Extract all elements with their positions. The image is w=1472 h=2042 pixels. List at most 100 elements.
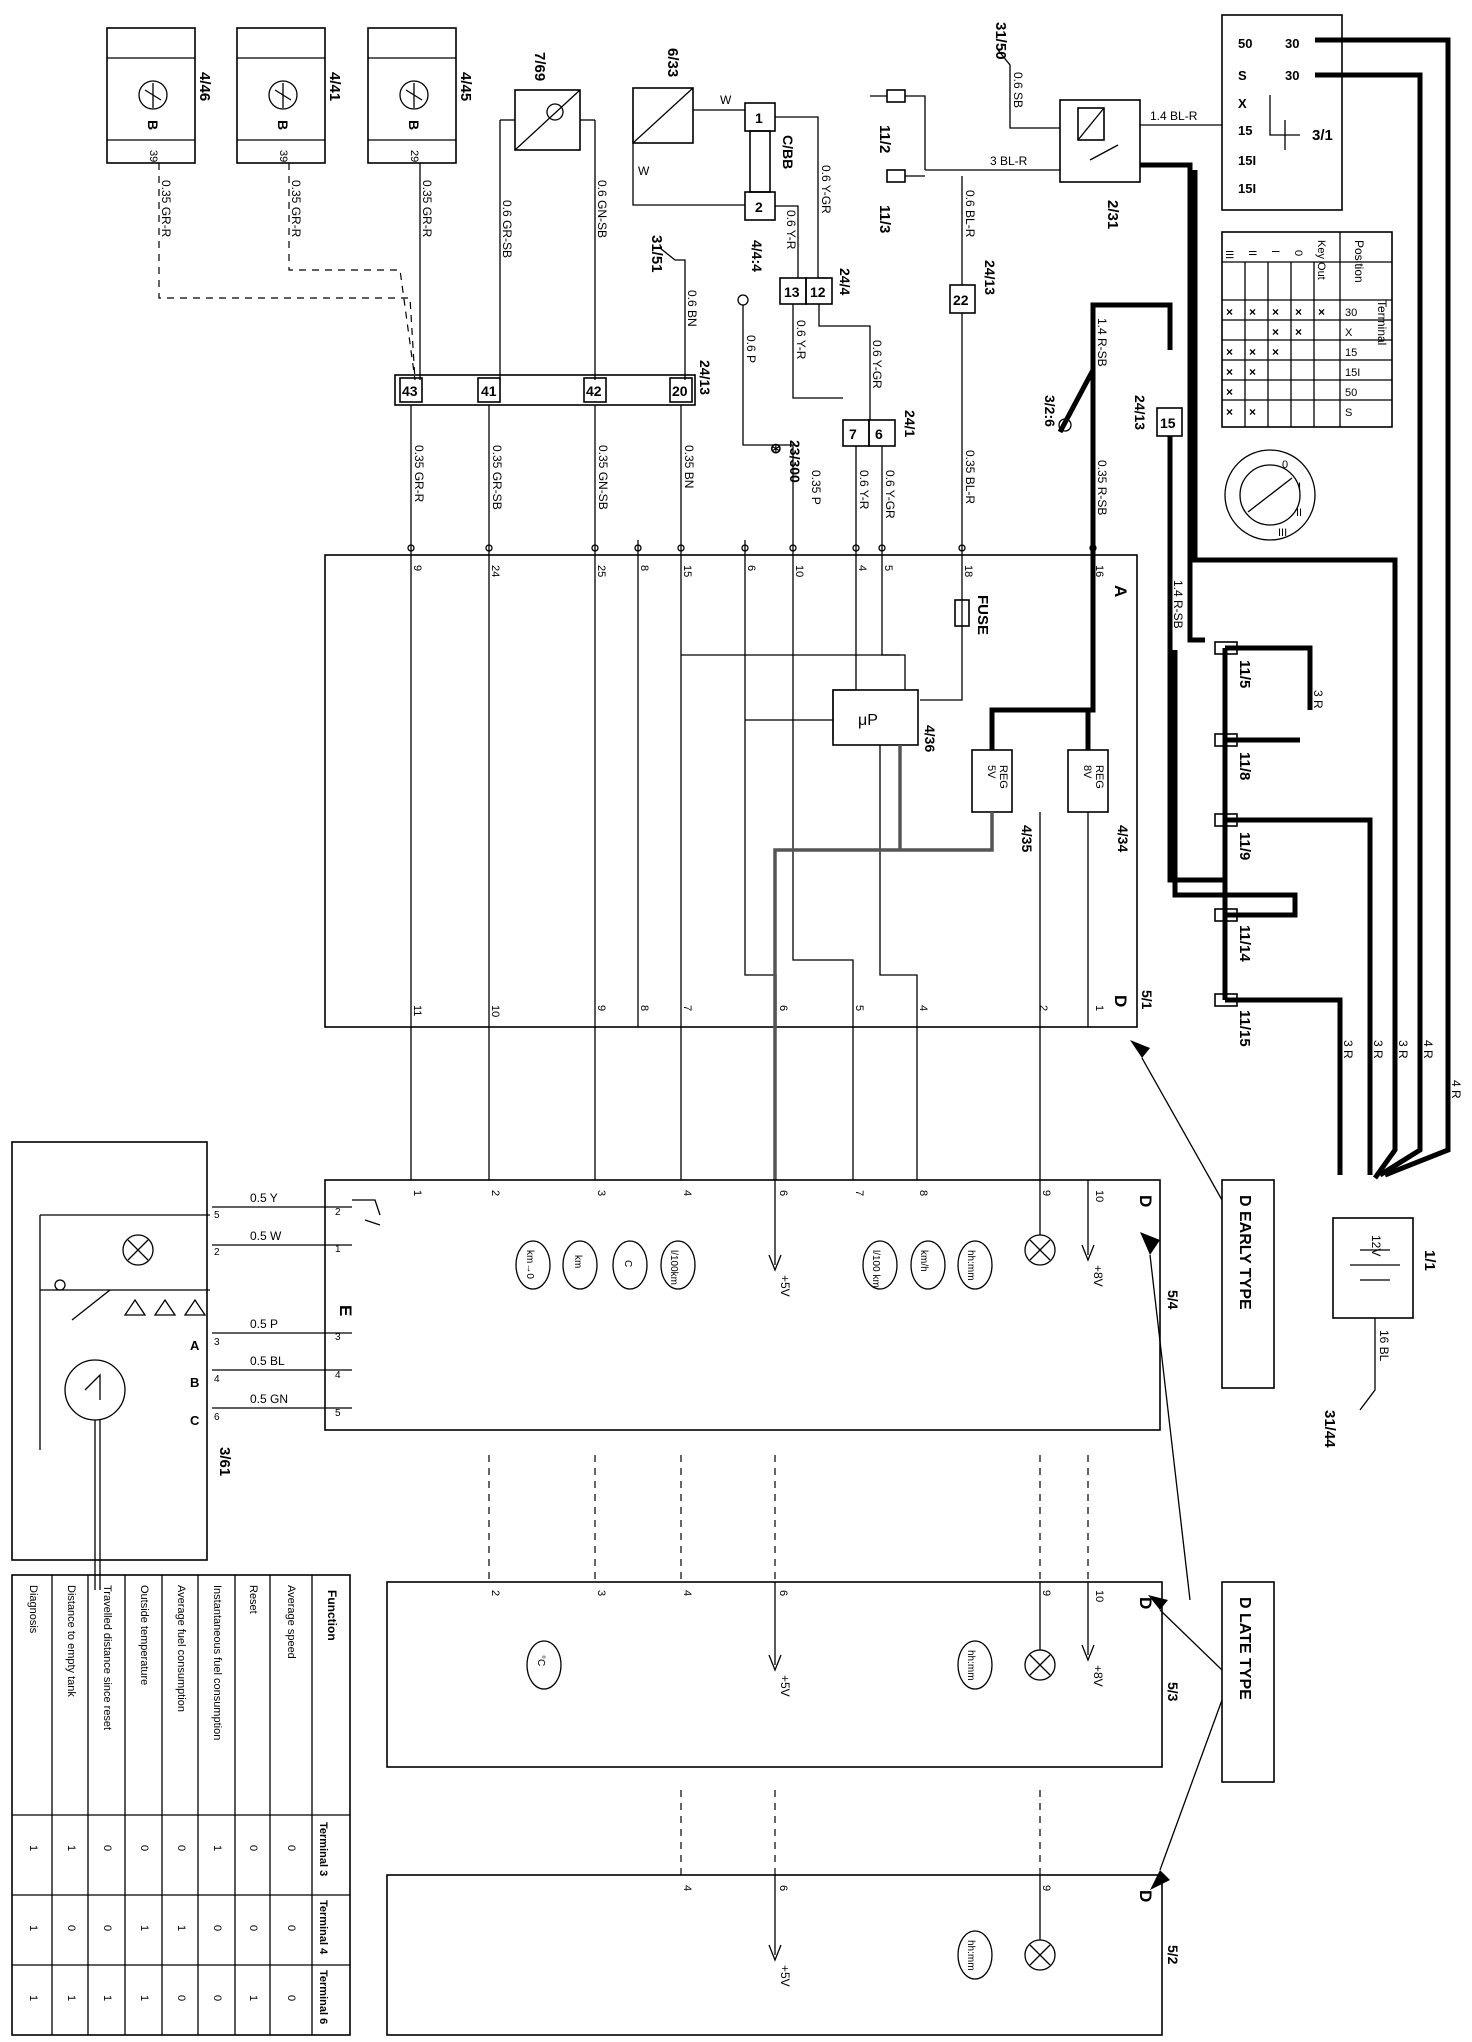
key-pos-1: I — [1269, 250, 1281, 253]
ign-t-15i-b: 15I — [1238, 181, 1256, 196]
module-5-1-bottom-pins: 11 10 9 8 7 6 5 4 2 1 — [411, 1005, 1105, 1017]
reg-5v-b: REG — [997, 765, 1009, 789]
switch-pins: 52 346 21 345 — [214, 1207, 341, 1423]
wire-p: 0.6 P — [744, 335, 758, 363]
module-5-1-top-pins: 9 24 25 8 15 6 10 4 5 18 16 — [411, 565, 1105, 577]
lamp-wires: 0.35 GR-R 0.35 GR-R 0.35 GR-R — [158, 163, 434, 381]
ground-31-51: 31/51 0.6 BN — [648, 235, 699, 380]
svg-text:5: 5 — [853, 1005, 865, 1011]
svg-text:×: × — [1272, 345, 1279, 359]
key-pos-0: 0 — [1292, 250, 1304, 256]
svg-text:×: × — [1249, 365, 1256, 379]
wire-y-r: 0.6 Y-R — [784, 210, 798, 250]
module-5-3-pins: 2 3 4 6 9 10 — [489, 1590, 1105, 1602]
wire-3-r-c: 3 R — [1371, 1040, 1385, 1059]
svg-text:×: × — [1249, 345, 1256, 359]
module-5-3-plus-8v: +8V — [1091, 1665, 1105, 1687]
relay-2-31: 31/50 0.6 SB 2/31 1.4 BL-R — [992, 22, 1222, 643]
svg-text:II: II — [1296, 507, 1302, 519]
module-5-3: D 5/3 2 3 4 6 9 10 +5V +8V hh:mm °C — [386, 1581, 1181, 1768]
svg-text:10: 10 — [1093, 1590, 1105, 1602]
wire-4-r-b: 4 R — [1421, 1040, 1435, 1059]
svg-text:10: 10 — [1093, 1190, 1105, 1202]
key-term-50: 50 — [1345, 387, 1357, 399]
conn-4-4-4: 4/4:4 0.6 P 0.35 P ⊛ 23/300 — [737, 240, 823, 555]
switch-3-61: 3/61 0.5 Y 0.5 W 0.5 P 0.5 BL 0.5 GN 52 … — [11, 1141, 352, 1590]
module-5-3-label: 5/3 — [1165, 1682, 1181, 1702]
ign-t-15: 15 — [1238, 123, 1252, 138]
wire-3-bl-r: 3 BL-R — [990, 154, 1028, 168]
conn-24-13-strip: 43 41 42 20 24/13 — [394, 360, 713, 406]
svg-text:×: × — [1318, 305, 1325, 319]
svg-text:km→0: km→0 — [524, 1250, 535, 1279]
svg-text:2: 2 — [489, 1590, 501, 1596]
svg-text:3: 3 — [595, 1590, 607, 1596]
ground-31-51-label: 31/51 — [648, 235, 665, 273]
lamp-pin-b: B — [145, 120, 161, 130]
wire-bl-r: 0.6 BL-R — [963, 190, 977, 238]
lamp-pin-39: 39 — [277, 150, 289, 162]
wire-y-gr-3: 0.6 Y-GR — [883, 470, 897, 519]
svg-text:18: 18 — [962, 565, 974, 577]
ignition-3-1-label: 3/1 — [1312, 127, 1333, 144]
reg-4-35-label: 4/35 — [1019, 825, 1035, 852]
ft-row-4-function: Outside temperature — [138, 1585, 150, 1685]
conn-d-label: D — [1111, 995, 1130, 1007]
wire-035-p: 0.35 P — [809, 470, 823, 505]
conn-24-13-label-2: 24/13 — [982, 260, 998, 295]
module-5-1: A D 5/1 FUSE 9 24 25 8 15 6 10 4 5 18 16… — [324, 554, 1155, 1180]
ft-header-t4: Terminal 4 — [317, 1900, 329, 1955]
sensor-7-69: 7/69 0.6 GR-SB 0.6 GN-SB — [499, 52, 609, 380]
conn-24-13-label: 24/13 — [697, 360, 713, 395]
reg-8v-a: 8V — [1081, 765, 1093, 779]
wire-035-gn-sb: 0.35 GN-SB — [596, 445, 610, 510]
wire-035-gr-sb: 0.35 GR-SB — [490, 445, 504, 510]
cbb-pin-1: 1 — [755, 110, 763, 126]
ft-row-3-function: Average fuel consumption — [175, 1585, 187, 1712]
svg-text:1: 1 — [335, 1244, 341, 1255]
micro-label: μP — [858, 712, 878, 729]
reg-4-34-label: 4/34 — [1115, 825, 1131, 852]
battery-12v: 12V — [1369, 1235, 1383, 1256]
svg-text:2: 2 — [1037, 1005, 1049, 1011]
svg-text:24: 24 — [489, 565, 501, 577]
wire-14-bl-r: 1.4 BL-R — [1150, 109, 1198, 123]
ft-header-function: Function — [325, 1590, 339, 1641]
svg-text:8: 8 — [638, 1005, 650, 1011]
svg-text:9: 9 — [1040, 1885, 1052, 1891]
svg-text:0: 0 — [175, 1995, 187, 2001]
svg-text:hh:mm: hh:mm — [965, 1250, 976, 1281]
key-term-s: S — [1345, 407, 1352, 419]
early-type-callout: D EARLY TYPE — [1130, 1040, 1275, 1389]
svg-text:l/100 km: l/100 km — [870, 1250, 881, 1288]
svg-text:8: 8 — [638, 565, 650, 571]
svg-text:×: × — [1226, 305, 1233, 319]
svg-text:1: 1 — [247, 1995, 259, 2001]
battery-cables: 4 R 4 R 3 R — [1192, 37, 1463, 1180]
ft-row-6-function: Distance to empty tank — [65, 1585, 77, 1697]
svg-text:0: 0 — [285, 1925, 297, 1931]
svg-text:9: 9 — [1040, 1190, 1052, 1196]
svg-text:5: 5 — [335, 1408, 341, 1419]
late-type-label: D LATE TYPE — [1236, 1597, 1253, 1700]
wire-lamp-445: 0.35 GR-R — [420, 180, 434, 238]
late-type-callout: D LATE TYPE — [1140, 1232, 1275, 1890]
lamp-4-41-label: 4/41 — [326, 72, 343, 101]
svg-text:2: 2 — [335, 1207, 341, 1218]
svg-text:0: 0 — [247, 1845, 259, 1851]
cbb-wires: 0.6 Y-GR 0.6 Y-R 13 12 24/4 0.6 Y-R 0.6 … — [775, 116, 918, 555]
wire-lamp-441: 0.35 GR-R — [289, 180, 303, 238]
key-lock-icon: 0 I II III — [1224, 449, 1316, 541]
module-5-4-plus-8v: +8V — [1091, 1265, 1105, 1287]
splice-3-2-6: 3/2:6 1.4 R-SB 0.35 R-SB 15 24/13 1.4 R-… — [1042, 302, 1225, 883]
ft-row-0-function: Average speed — [285, 1585, 297, 1659]
ign-t-50: 50 — [1238, 36, 1252, 51]
fuse-11-8-label: 11/8 — [1236, 752, 1253, 780]
battery-1-1: 12V 1/1 16 BL 31/44 — [1321, 1217, 1438, 1448]
fuse-11-14-label: 11/14 — [1236, 925, 1253, 962]
svg-text:×: × — [1226, 345, 1233, 359]
svg-text:×: × — [1226, 365, 1233, 379]
svg-text:1: 1 — [138, 1995, 150, 2001]
